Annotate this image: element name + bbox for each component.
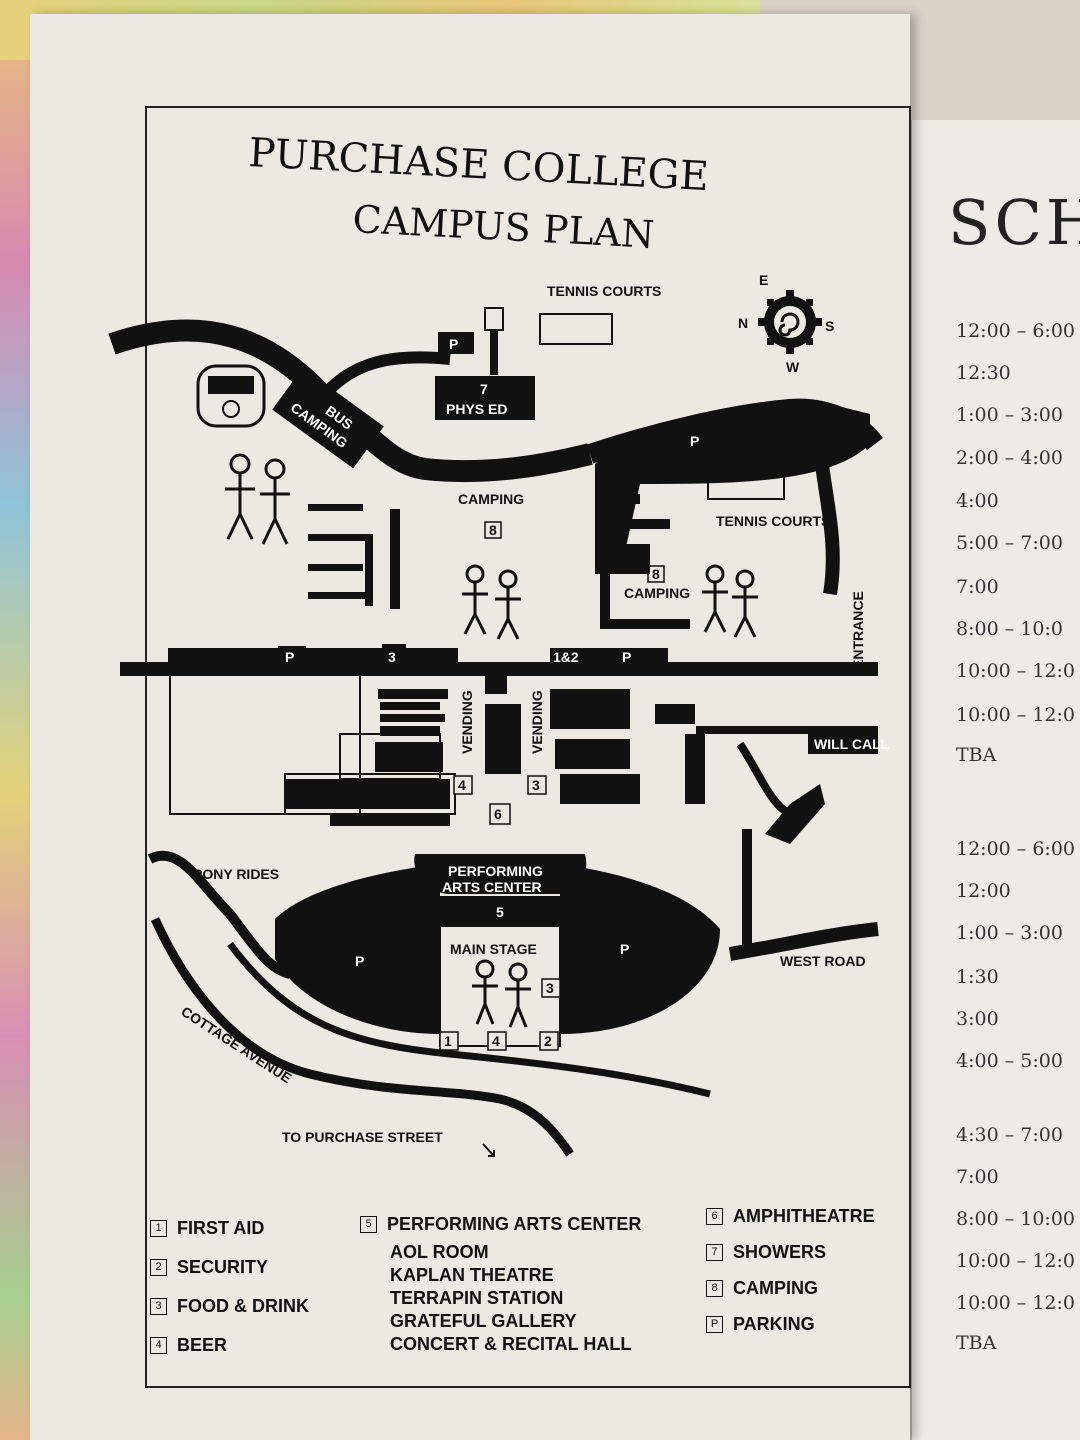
parking-label: P [622, 649, 631, 665]
svg-text:7: 7 [480, 381, 488, 397]
tennis-courts-east [707, 466, 785, 500]
schedule-time: 8:00 – 10:00 [956, 1208, 1076, 1230]
svg-text:4: 4 [458, 777, 466, 793]
cottage-avenue-label: COTTAGE AVENUE [178, 1003, 294, 1086]
schedule-time: 5:00 – 7:00 [956, 532, 1063, 554]
legend-subitem: AOL ROOM [390, 1242, 489, 1262]
legend-subitem: GRATEFUL GALLERY [390, 1311, 577, 1331]
schedule-time: 2:00 – 4:00 [956, 447, 1063, 469]
schedule-time: 7:00 [956, 1166, 999, 1188]
arrow-icon [482, 1143, 495, 1157]
schedule-time: 10:00 – 12:0 [956, 660, 1076, 682]
pac-label-2: ARTS CENTER [442, 879, 542, 895]
svg-text:3: 3 [532, 777, 540, 793]
parking-lot-east [595, 404, 870, 574]
campus-plan-page: PURCHASE COLLEGE CAMPUS PLAN E N S W [30, 14, 911, 1440]
compass-icon [758, 290, 822, 354]
schedule-time: 12:00 – 6:00 [956, 838, 1076, 860]
camping-label-2: CAMPING [624, 585, 690, 601]
main-stage-label: MAIN STAGE [450, 941, 537, 957]
parking-lot-southeast [560, 864, 720, 1034]
bus-icon [196, 364, 266, 428]
svg-text:1: 1 [444, 1033, 452, 1049]
legend-item-pac: 5 PERFORMING ARTS CENTER [360, 1214, 641, 1235]
schedule-time: 10:00 – 12:0 [956, 1250, 1076, 1272]
pony-rides-label: PONY RIDES [193, 866, 279, 882]
schedule-time: 7:00 [956, 576, 999, 598]
svg-text:3: 3 [546, 980, 554, 996]
schedule-title: SCH [948, 186, 1080, 259]
svg-text:5: 5 [496, 904, 504, 920]
schedule-time: 3:00 [956, 1008, 999, 1030]
tennis-courts-label-2: TENNIS COURTS [716, 513, 830, 529]
parking-label: P [355, 953, 364, 969]
schedule-time: 12:30 [956, 362, 1011, 384]
svg-text:8: 8 [652, 566, 660, 582]
schedule-time: 12:00 – 6:00 [956, 320, 1076, 342]
schedule-time: 10:00 – 12:0 [956, 704, 1076, 726]
compass-s: S [825, 318, 834, 334]
entrance-label: ENTRANCE [850, 591, 866, 669]
map-title-line2: CAMPUS PLAN [352, 197, 656, 257]
parking-label: P [285, 649, 294, 665]
svg-text:4: 4 [492, 1033, 500, 1049]
will-call-booth [808, 734, 878, 754]
phys-ed-building [435, 376, 535, 420]
west-road-label: WEST ROAD [780, 953, 866, 969]
map-title-line1: PURCHASE COLLEGE [247, 130, 709, 200]
pac-label-1: PERFORMING [448, 863, 543, 879]
schedule-page: SCH 12:00 – 6:00 12:30 1:00 – 3:00 2:00 – 4… [910, 120, 1080, 1440]
phys-ed-label: PHYS ED [446, 401, 507, 417]
camping-label-1: CAMPING [458, 491, 524, 507]
bus-camping-area [272, 367, 384, 469]
compass-e: E [759, 272, 768, 288]
svg-text:2: 2 [544, 1033, 552, 1049]
schedule-time: 1:00 – 3:00 [956, 404, 1063, 426]
vending-label-west: VENDING [459, 690, 475, 754]
dorm-buildings-west [308, 504, 400, 609]
compass-n: N [738, 315, 748, 331]
performing-arts-center [414, 854, 587, 894]
tennis-courts-label-1: TENNIS COURTS [547, 283, 661, 299]
schedule-time: 4:00 – 5:00 [956, 1050, 1063, 1072]
vending-label-east: VENDING [529, 690, 545, 754]
schedule-time: 8:00 – 10:0 [956, 618, 1063, 640]
schedule-time: 1:00 – 3:00 [956, 922, 1063, 944]
schedule-time: 4:00 [956, 490, 999, 512]
svg-text:8: 8 [489, 522, 497, 538]
legend-subitem: TERRAPIN STATION [390, 1288, 564, 1308]
schedule-time: 12:00 [956, 880, 1011, 902]
tennis-courts-north [539, 313, 613, 345]
schedule-time: 4:30 – 7:00 [956, 1124, 1063, 1146]
legend-subitem: KAPLAN THEATRE [390, 1265, 554, 1285]
parking-label: P [620, 941, 629, 957]
schedule-time: 1:30 [956, 966, 999, 988]
campus-buildings [285, 674, 705, 826]
will-call-label: WILL CALL [814, 736, 890, 752]
svg-text:1&2: 1&2 [553, 649, 579, 665]
svg-text:6: 6 [494, 806, 502, 822]
map-frame [145, 106, 911, 1388]
to-purchase-street-label: TO PURCHASE STREET [282, 1129, 443, 1145]
compass-w: W [786, 359, 800, 375]
campus-map: PURCHASE COLLEGE CAMPUS PLAN E N S W [108, 130, 890, 1157]
legend-subitem: CONCERT & RECITAL HALL [390, 1334, 632, 1354]
skeleton-icon [225, 453, 758, 1028]
parking-label: P [449, 336, 458, 352]
schedule-time: 10:00 – 12:0 [956, 1292, 1076, 1314]
schedule-time: TBA [956, 744, 997, 766]
schedule-time: TBA [956, 1332, 997, 1354]
east-camping-buildings [596, 494, 690, 629]
svg-text:3: 3 [388, 649, 396, 665]
parking-lot-southwest [275, 864, 440, 1034]
parking-label: P [690, 433, 699, 449]
